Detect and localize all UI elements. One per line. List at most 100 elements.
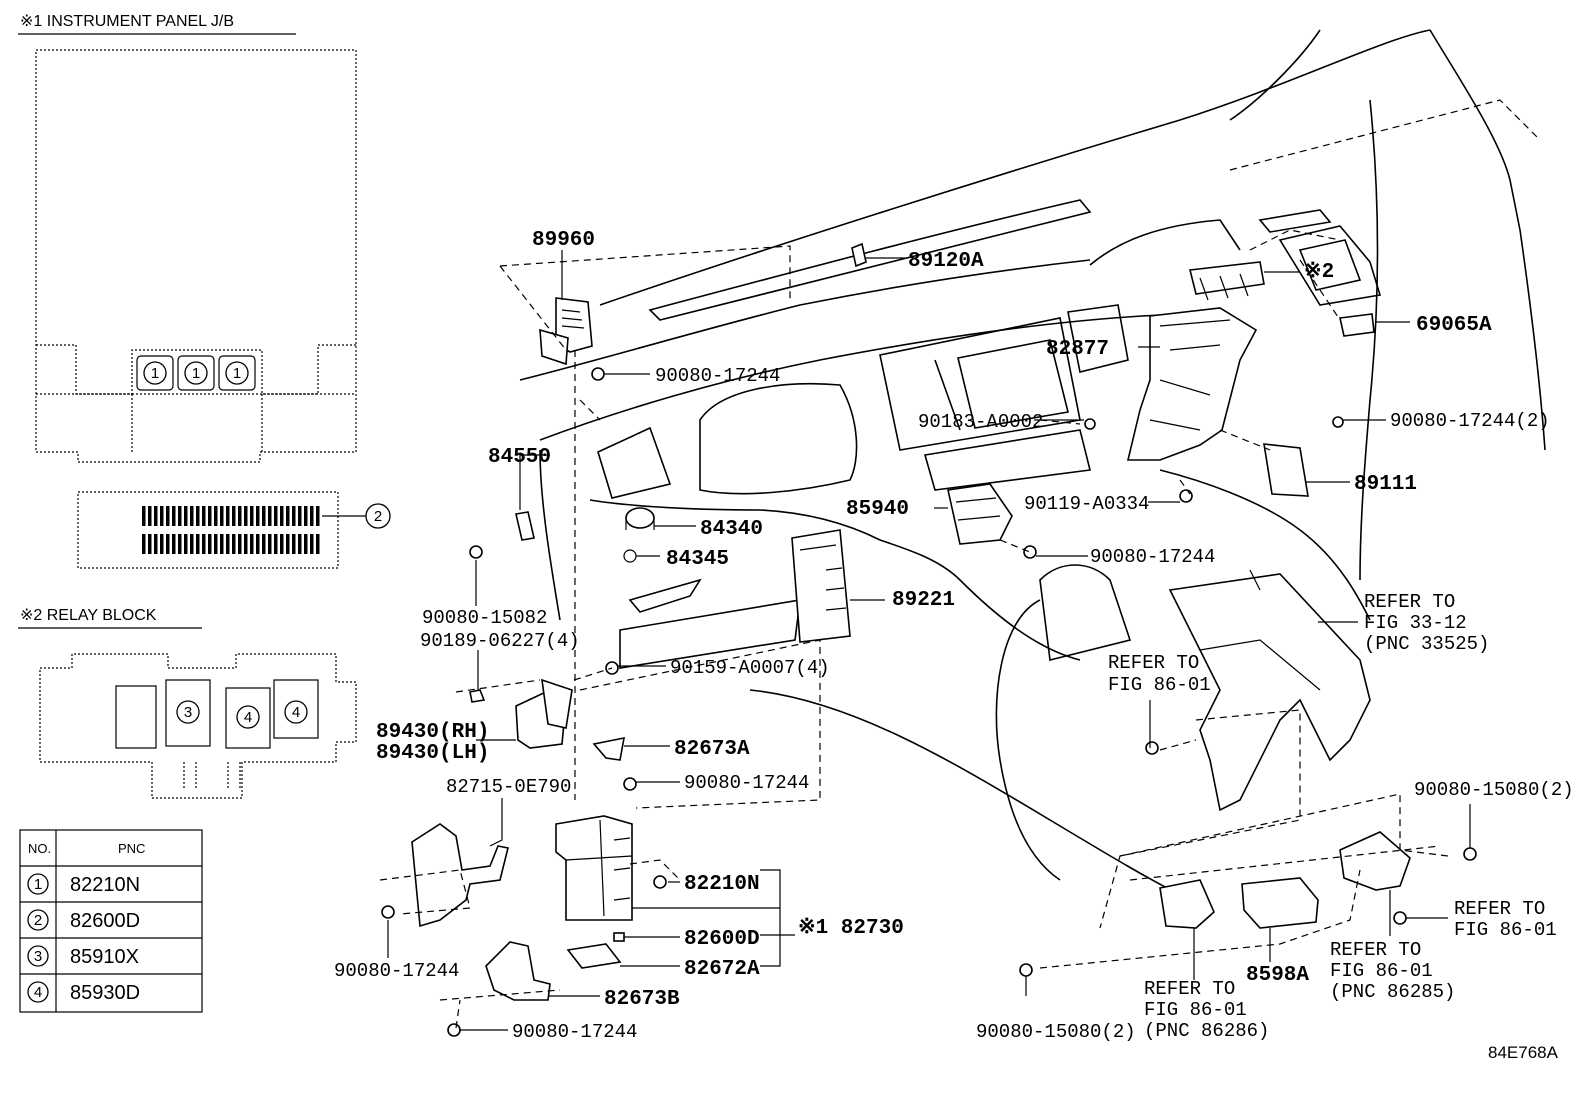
fuse-stripe	[238, 534, 242, 554]
label-90159-A0007: 90159-A0007(4)	[670, 657, 830, 679]
svg-text:4: 4	[292, 704, 300, 721]
dashboard-outline	[519, 29, 1546, 901]
table-row: 3 85910X	[27, 945, 139, 968]
fuse-stripe	[196, 534, 200, 554]
fuse-stripe	[274, 534, 278, 554]
part-85940	[947, 483, 1013, 545]
part-bracket-left	[1159, 879, 1215, 929]
label-69065A: 69065A	[1416, 314, 1492, 337]
fuse-stripe	[232, 534, 236, 554]
svg-text:REFER TO: REFER TO	[1144, 978, 1235, 1000]
fuse-stripe	[250, 534, 254, 554]
fuse-stripe	[262, 506, 266, 526]
label-90080-17244-b: 90080-17244	[684, 772, 809, 794]
pnc-table: NO. PNC 1 82210N 2 82600D 3 85910X 4 859…	[19, 829, 203, 1013]
connector-circle-1c: 1	[218, 355, 256, 391]
refer-notes: REFER TO FIG 33-12 (PNC 33525) REFER TO …	[1108, 591, 1557, 1042]
label-82600D: 82600D	[684, 928, 760, 951]
svg-text:FIG 33-12: FIG 33-12	[1364, 612, 1467, 634]
fuse-stripe	[220, 534, 224, 554]
part-84345	[623, 549, 637, 563]
svg-text:FIG 86-01: FIG 86-01	[1144, 999, 1247, 1021]
label-89221: 89221	[892, 589, 955, 612]
label-89960: 89960	[532, 229, 595, 252]
svg-text:1: 1	[233, 365, 241, 382]
svg-text:85930D: 85930D	[70, 982, 140, 1004]
fuse-stripe	[142, 534, 146, 554]
label-90080-17244-c: 90080-17244	[334, 960, 459, 982]
part-dash-bracket	[1168, 569, 1371, 812]
svg-text:1: 1	[151, 365, 159, 382]
svg-text:FIG 86-01: FIG 86-01	[1108, 674, 1211, 696]
label-82210N: 82210N	[684, 873, 760, 896]
label-82672A: 82672A	[684, 958, 760, 981]
label-90080-15080-b: 90080-15080(2)	[976, 1021, 1136, 1043]
part-89120A	[851, 242, 867, 268]
fuse-stripe	[292, 506, 296, 526]
fuse-stripe	[184, 506, 188, 526]
refer-note-fig-86-01-a: REFER TO FIG 86-01	[1108, 652, 1211, 696]
fuse-stripe	[280, 506, 284, 526]
fuse-stripe	[226, 534, 230, 554]
svg-text:2: 2	[34, 912, 42, 929]
label-84345: 84345	[666, 548, 729, 571]
fuse-stripe	[172, 534, 176, 554]
fuse-stripe	[190, 506, 194, 526]
fuse-stripe	[220, 506, 224, 526]
fuse-stripe	[298, 534, 302, 554]
svg-text:82210N: 82210N	[70, 874, 140, 896]
fuse-stripe	[238, 506, 242, 526]
fastener-bolts	[381, 367, 1477, 1037]
label-90183-A0002: 90183-A0002	[918, 411, 1043, 433]
fuse-stripe	[196, 506, 200, 526]
fuse-stripe	[184, 534, 188, 554]
label-90080-17244-d: 90080-17244	[512, 1021, 637, 1043]
fuse-stripe	[154, 506, 158, 526]
label-82715-0E790: 82715-0E790	[446, 776, 571, 798]
part-82730-box	[555, 815, 633, 921]
refer-note-fig-86-01-b: REFER TO FIG 86-01	[1454, 898, 1557, 941]
label-82877: 82877	[1046, 338, 1109, 361]
fuse-stripe	[256, 534, 260, 554]
figure-id: 84E768A	[1488, 1043, 1559, 1062]
fuse-stripe	[160, 506, 164, 526]
svg-text:(PNC 33525): (PNC 33525)	[1364, 633, 1489, 655]
label-89430-lh: 89430(LH)	[376, 742, 489, 765]
fuse-stripe	[310, 534, 314, 554]
label-90080-17244-e: 90080-17244	[1090, 546, 1215, 568]
part-bracket-right	[1339, 831, 1411, 891]
fuse-stripe	[190, 534, 194, 554]
fuse-stripe	[166, 506, 170, 526]
refer-note-pnc-86285: REFER TO FIG 86-01 (PNC 86285)	[1330, 939, 1455, 1003]
svg-text:4: 4	[34, 984, 42, 1001]
fuse-stripe	[202, 534, 206, 554]
svg-text:REFER TO: REFER TO	[1454, 898, 1545, 920]
instrument-panel-jb-section: ※1 INSTRUMENT PANEL J/B 1 1 1 2	[18, 13, 391, 569]
fuse-stripe	[286, 506, 290, 526]
fuse-stripe	[292, 534, 296, 554]
part-relay-block-2	[1189, 261, 1265, 301]
assembly-dashed-lines	[379, 229, 1449, 1029]
label-90119-A0334: 90119-A0334	[1024, 493, 1149, 515]
fuse-stripe	[178, 534, 182, 554]
label-90080-15082: 90080-15082	[422, 607, 547, 629]
fuse-stripe	[298, 506, 302, 526]
label-85940: 85940	[846, 498, 909, 521]
fuse-stripe	[154, 534, 158, 554]
part-89960	[539, 297, 593, 366]
fuse-stripe	[316, 534, 320, 554]
fuse-stripe	[214, 534, 218, 554]
part-89111	[1263, 443, 1309, 497]
leader-lines	[387, 250, 1471, 1031]
label-90080-17244-2: 90080-17244(2)	[1390, 410, 1550, 432]
label-8598A: 8598A	[1246, 964, 1309, 987]
connector-circle-1a: 1	[136, 355, 174, 391]
section-title-instrument-panel-jb: ※1 INSTRUMENT PANEL J/B	[20, 13, 234, 30]
fuse-stripe	[274, 506, 278, 526]
table-header-pnc: PNC	[118, 841, 145, 856]
part-82877	[1126, 307, 1258, 461]
label-90080-17244-a: 90080-17244	[655, 365, 780, 387]
part-89221	[791, 529, 851, 643]
fuse-stripe	[280, 534, 284, 554]
